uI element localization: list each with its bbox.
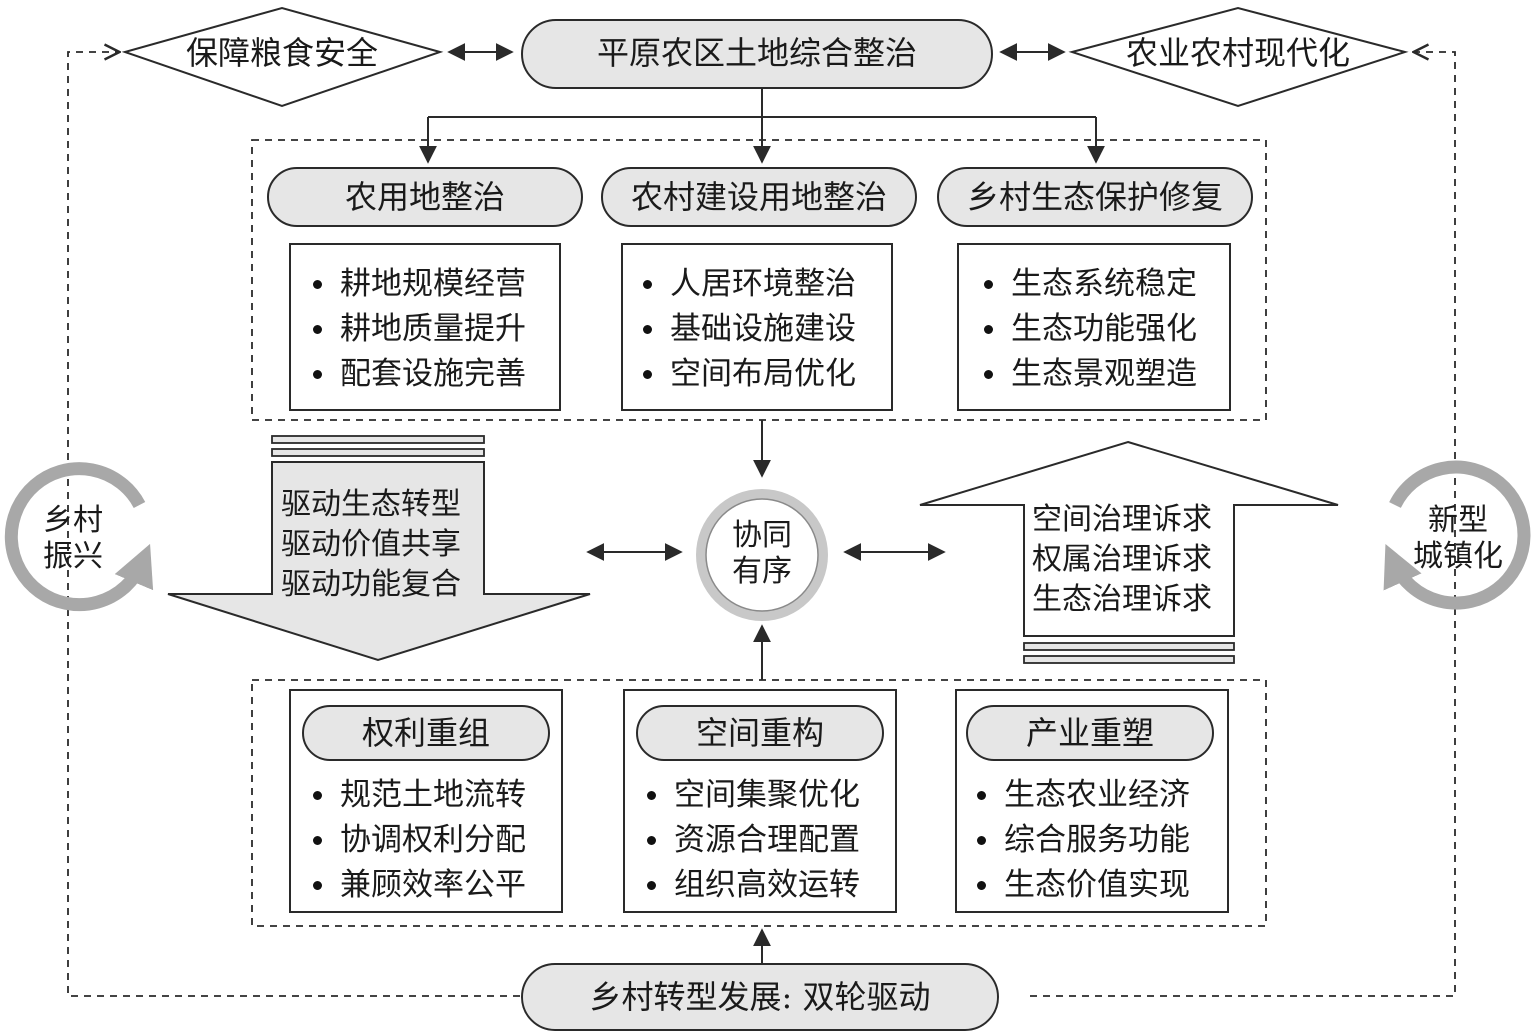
top-pill-shape [521,19,993,89]
lower-header-1: 权利重组 [361,714,491,752]
list-item: 生态景观塑造 [984,356,1197,392]
upper-header-2: 农村建设用地整治 [630,178,888,216]
list-item: 生态系统稳定 [984,266,1197,302]
right-cycle-line-2: 城镇化 [1413,539,1503,574]
list-item: 人居环境整治 [643,266,856,302]
outer-dashed-loop [67,52,1456,997]
upper-container [251,139,1267,421]
list-item: 生态农业经济 [977,777,1190,813]
up-arrow-line-2: 权属治理诉求 [1032,542,1212,577]
down-arrow-line-1: 驱动生态转型 [281,487,461,522]
left-cycle-line-1: 乡村 [43,503,103,538]
right-cycle-line-1: 新型 [1428,503,1488,538]
up-arrow-shape [919,440,1339,664]
up-arrow-line-3: 生态治理诉求 [1032,582,1212,617]
lower-header-3: 产业重塑 [1025,714,1155,752]
list-item: 规范土地流转 [313,777,526,813]
diamond-left-label: 保障粮食安全 [185,34,379,72]
left-cycle-ring [4,462,154,612]
lower-header-2: 空间重构 [695,714,825,752]
right-cycle-ring [1383,460,1531,610]
upper-header-3: 乡村生态保护修复 [966,178,1224,216]
list-item: 耕地规模经营 [313,266,526,302]
diamond-left-shape [121,6,444,108]
list-item: 组织高效运转 [647,867,860,903]
center-circle-line-2: 有序 [732,554,792,589]
bottom-pill-shape [521,963,999,1031]
list-item: 基础设施建设 [643,311,856,347]
diamond-right-label: 农业农村现代化 [1125,34,1351,72]
lower-container [251,679,1267,927]
list-item: 资源合理配置 [647,822,860,858]
upper-header-1: 农用地整治 [344,178,506,216]
up-arrow-line-1: 空间治理诉求 [1032,502,1212,537]
down-arrow-shape [167,435,591,662]
list-item: 兼顾效率公平 [313,867,526,903]
center-circle-line-1: 协同 [732,518,792,553]
list-item: 协调权利分配 [313,822,526,858]
diamond-right-shape [1068,6,1409,108]
down-arrow-line-3: 驱动功能复合 [281,567,461,602]
down-arrow-line-2: 驱动价值共享 [281,527,461,562]
list-item: 综合服务功能 [977,822,1190,858]
list-item: 耕地质量提升 [313,311,526,347]
top-center-label: 平原农区土地综合整治 [596,34,918,72]
list-item: 生态功能强化 [984,311,1197,347]
list-item: 空间集聚优化 [647,777,860,813]
left-cycle-line-2: 振兴 [43,539,103,574]
list-item: 配套设施完善 [313,356,526,392]
list-item: 空间布局优化 [643,356,856,392]
bottom-center-label: 乡村转型发展: 双轮驱动 [589,978,931,1016]
list-item: 生态价值实现 [977,867,1190,903]
